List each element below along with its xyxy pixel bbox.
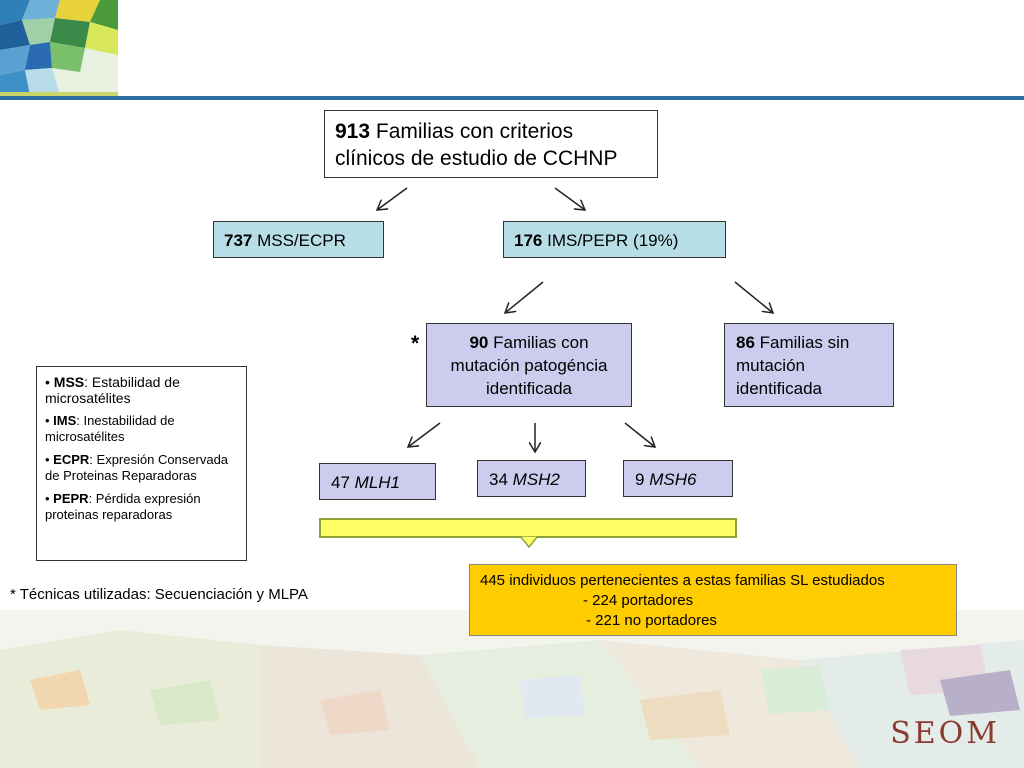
no-mutation-count: 86 [736, 333, 755, 352]
arrow-mut-to-msh6 [624, 422, 655, 447]
legend-desc: : Estabilidad de microsatélites [45, 374, 180, 406]
no-mutation-line1: Familias sin [754, 333, 850, 352]
ims-count: 176 [514, 231, 543, 250]
gene-node-msh2: 34 MSH2 [477, 460, 586, 497]
legend-term: IMS [53, 413, 77, 428]
bar-pointer [520, 536, 538, 548]
header-divider [0, 96, 1024, 100]
mosaic-footer-decoration [0, 610, 1024, 768]
mutation-line2: mutación patogéncia [450, 356, 608, 375]
gene-count: 47 [331, 473, 350, 492]
results-line1: 445 individuos pertenecientes a estas fa… [480, 572, 885, 589]
gene-name: MLH1 [354, 473, 401, 492]
seom-logo-text: SEOM [890, 716, 1000, 751]
root-line1: Familias con criterios [370, 120, 574, 143]
legend-desc: : Pérdida expresión proteinas reparadora… [45, 491, 201, 522]
grouping-bar [319, 518, 737, 538]
arrow-ims-to-nomut [734, 281, 773, 313]
mss-label: MSS/ECPR [252, 231, 346, 250]
technique-star-mark: * [411, 332, 420, 355]
mss-count: 737 [224, 231, 253, 250]
arrow-mut-to-mlh1 [408, 422, 441, 447]
mosaic-corner-decoration [0, 0, 118, 95]
top-accent-line [0, 92, 118, 96]
ims-label: IMS/PEPR (19%) [542, 231, 679, 250]
gene-count: 9 [635, 470, 645, 489]
mutation-count: 90 [469, 333, 489, 352]
gene-node-mlh1: 47 MLH1 [319, 463, 436, 500]
legend-item: • IMS: Inestabilidad de microsatélites [45, 413, 175, 444]
gene-count: 34 [489, 470, 508, 489]
arrow-root-to-ims [554, 187, 585, 210]
arrow-ims-to-mut [505, 281, 544, 313]
mss-node: 737 MSS/ECPR [213, 221, 384, 258]
abbreviations-legend: • MSS: Estabilidad de microsatélites • I… [36, 366, 247, 561]
results-line2: - 224 portadores [583, 592, 694, 609]
root-node: 913 Familias con criterios clínicos de e… [324, 110, 658, 178]
gene-name: MSH2 [512, 470, 560, 489]
arrow-root-to-mss [377, 187, 408, 210]
no-mutation-line3: identificada [736, 379, 823, 398]
no-mutation-node: 86 Familias sin mutación identificada [724, 323, 894, 407]
legend-term: MSS [53, 374, 85, 390]
legend-desc: : Expresión Conservada de Proteinas Repa… [45, 452, 229, 483]
gene-name: MSH6 [649, 470, 697, 489]
results-line3: - 221 no portadores [586, 612, 717, 629]
techniques-footnote: * Técnicas utilizadas: Secuenciación y M… [10, 586, 308, 603]
mutation-node: 90 Familias con mutación patogéncia iden… [426, 323, 632, 407]
ims-node: 176 IMS/PEPR (19%) [503, 221, 726, 258]
legend-desc: : Inestabilidad de microsatélites [45, 413, 175, 444]
results-box: 445 individuos pertenecientes a estas fa… [469, 564, 957, 636]
legend-item: • ECPR: Expresión Conservada de Proteina… [45, 452, 229, 483]
root-line2: clínicos de estudio de CCHNP [335, 147, 618, 170]
legend-term: ECPR [53, 452, 90, 467]
root-count: 913 [335, 120, 371, 143]
legend-item: • PEPR: Pérdida expresión proteinas repa… [45, 491, 201, 522]
gene-node-msh6: 9 MSH6 [623, 460, 733, 497]
no-mutation-line2: mutación [736, 356, 805, 375]
mutation-line1: Familias con [488, 333, 589, 352]
mutation-line3: identificada [485, 379, 572, 398]
legend-term: PEPR [53, 491, 89, 506]
legend-item: • MSS: Estabilidad de microsatélites [45, 374, 180, 406]
